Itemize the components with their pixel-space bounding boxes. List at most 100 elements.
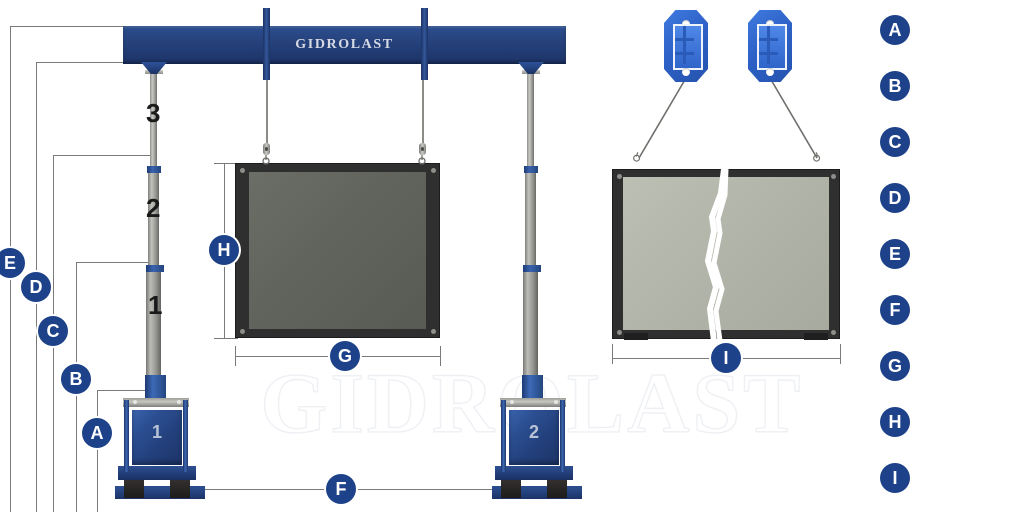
clamp-bar-v-right bbox=[767, 26, 770, 64]
base-shoe-right-2 bbox=[547, 480, 567, 498]
panel-corner-center-bl bbox=[240, 329, 245, 334]
clamp-window-right bbox=[757, 24, 787, 70]
clamp-bar-v-left bbox=[683, 26, 686, 64]
clamp-bar-h1-right bbox=[759, 38, 778, 41]
sling-cables bbox=[638, 77, 818, 159]
base-shoe-left-2 bbox=[170, 480, 190, 498]
badge-h: H bbox=[209, 235, 239, 265]
badge-f: F bbox=[326, 474, 356, 504]
dim-tick-c bbox=[53, 155, 155, 156]
base-post-left-1 bbox=[124, 400, 129, 472]
legend-badge-g[interactable]: G bbox=[880, 351, 910, 381]
dim-tick-b bbox=[76, 262, 155, 263]
crack-break-line bbox=[704, 169, 729, 341]
cylinder-stage-3-right bbox=[527, 73, 534, 170]
legend-badge-b[interactable]: B bbox=[880, 71, 910, 101]
clamp-bar-h1-left bbox=[675, 38, 694, 41]
dim-tick-a bbox=[97, 390, 155, 391]
legend-badge-d[interactable]: D bbox=[880, 183, 910, 213]
panel-corner-center-br bbox=[431, 329, 436, 334]
beam-brand-label: GIDROLAST bbox=[295, 37, 394, 52]
legend-badge-h[interactable]: H bbox=[880, 407, 910, 437]
dim-tick-d bbox=[36, 62, 155, 63]
legend-badge-e[interactable]: E bbox=[880, 239, 910, 269]
cylinder-stage-label-3: 3 bbox=[146, 98, 161, 128]
badge-b: B bbox=[61, 364, 91, 394]
base-shoe-left-1 bbox=[124, 480, 144, 498]
badge-e: E bbox=[0, 248, 25, 278]
jack-base-label-1: 1 bbox=[152, 422, 163, 442]
cylinder-stage-label-2: 2 bbox=[146, 193, 161, 223]
base-bolt-left-2 bbox=[177, 400, 181, 404]
base-bolt-right-2 bbox=[554, 400, 558, 404]
cylinder-stage-2-right bbox=[525, 170, 536, 269]
dim-tick-h-bottom bbox=[214, 338, 238, 339]
hook-right-panel-right bbox=[813, 152, 821, 162]
glass-panel-center bbox=[249, 172, 426, 329]
cylinder-stage-2-left bbox=[148, 170, 159, 269]
badge-g: G bbox=[330, 341, 360, 371]
base-bolt-left-1 bbox=[133, 400, 137, 404]
dim-tick-e bbox=[10, 26, 125, 27]
base-rail-right bbox=[500, 398, 566, 407]
legend-badge-i[interactable]: I bbox=[880, 463, 910, 493]
dim-tick-g-right bbox=[440, 346, 441, 366]
panel-corner-right-bl bbox=[617, 330, 622, 335]
cylinder-collar-3-left bbox=[147, 166, 161, 173]
hook-center-right bbox=[418, 155, 426, 165]
panel-corner-right-tl bbox=[617, 174, 622, 179]
dim-tick-h-top bbox=[214, 163, 238, 164]
dim-line-f bbox=[115, 489, 535, 490]
cylinder-foot-right bbox=[522, 375, 543, 401]
badge-d: D bbox=[21, 272, 51, 302]
jack-base-left bbox=[132, 410, 182, 465]
dim-tick-i-right bbox=[840, 344, 841, 364]
panel-corner-right-tr bbox=[831, 174, 836, 179]
clamp-window-left bbox=[673, 24, 703, 70]
cylinder-stage-label-1: 1 bbox=[148, 290, 163, 320]
cylinder-collar-2-right bbox=[523, 265, 541, 272]
clamp-bar-h2-right bbox=[759, 52, 778, 55]
legend-column: A B C D E F G H I bbox=[880, 0, 916, 512]
legend-badge-f[interactable]: F bbox=[880, 295, 910, 325]
base-rail-left bbox=[123, 398, 189, 407]
jack-base-right bbox=[509, 410, 559, 465]
legend-badge-c[interactable]: C bbox=[880, 127, 910, 157]
lifting-beam: GIDROLAST bbox=[123, 26, 566, 64]
cylinder-foot-left bbox=[145, 375, 166, 401]
clamp-bar-h2-left bbox=[675, 52, 694, 55]
turnbuckle-center-right bbox=[419, 143, 426, 155]
glass-panel-right bbox=[623, 177, 829, 330]
base-bolt-right-1 bbox=[510, 400, 514, 404]
clamp-hole-bottom-right bbox=[766, 68, 774, 76]
cylinder-stage-1-left bbox=[146, 269, 161, 379]
base-post-right-1 bbox=[501, 400, 506, 472]
cable-center-left bbox=[266, 66, 268, 152]
panel-corner-right-br bbox=[831, 330, 836, 335]
base-pad-right bbox=[495, 466, 573, 480]
clamp-hole-bottom-left bbox=[682, 68, 690, 76]
turnbuckle-center-left bbox=[263, 143, 270, 155]
dim-tick-i-left bbox=[612, 344, 613, 364]
base-pad-left bbox=[118, 466, 196, 480]
badge-i: I bbox=[711, 343, 741, 373]
panel-corner-center-tl bbox=[240, 168, 245, 173]
panel-corner-center-tr bbox=[431, 168, 436, 173]
base-post-left-2 bbox=[183, 400, 188, 472]
base-post-right-2 bbox=[560, 400, 565, 472]
cylinder-collar-3-right bbox=[524, 166, 538, 173]
panel-foot-right-2 bbox=[804, 333, 828, 340]
dim-tick-g-left bbox=[235, 346, 236, 366]
jack-base-label-2: 2 bbox=[529, 422, 540, 442]
panel-foot-right-1 bbox=[624, 333, 648, 340]
cable-center-right bbox=[422, 66, 424, 152]
badge-a: A bbox=[82, 418, 112, 448]
hook-center-left bbox=[262, 155, 270, 165]
dim-line-a bbox=[97, 390, 98, 512]
cylinder-collar-2-left bbox=[146, 265, 164, 272]
legend-badge-a[interactable]: A bbox=[880, 15, 910, 45]
hook-right-panel-left bbox=[633, 152, 641, 162]
beam-rib-left bbox=[263, 8, 270, 80]
badge-c: C bbox=[38, 316, 68, 346]
